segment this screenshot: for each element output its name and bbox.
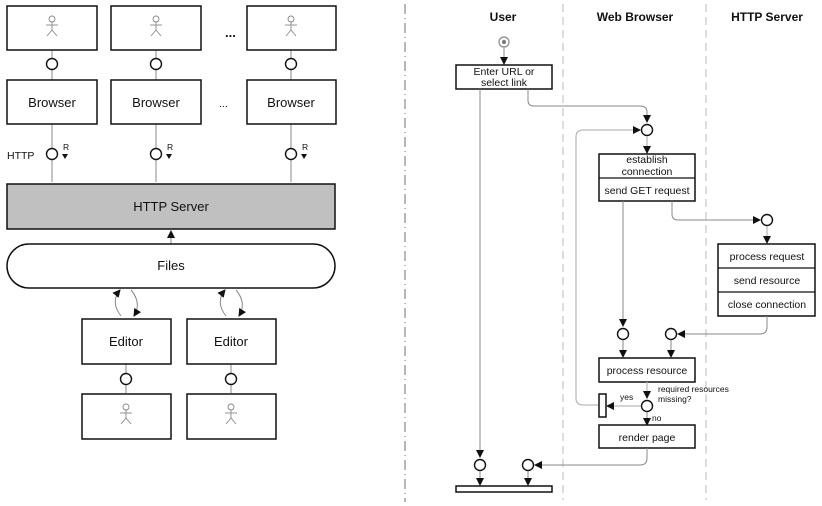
- lane-header-http-server: HTTP Server: [731, 10, 803, 24]
- send-get-request-label: send GET request: [604, 185, 689, 197]
- down-triangle-icon: [166, 154, 172, 159]
- loop-back-arrow: [575, 126, 641, 406]
- fork-bar: [598, 393, 607, 418]
- decision-node-icon: [640, 399, 654, 413]
- browser-box[interactable]: Browser: [110, 79, 202, 125]
- select-link-label: select link: [481, 77, 528, 89]
- request-marker: R: [166, 142, 173, 159]
- request-marker: R: [301, 142, 308, 159]
- join-bar: [455, 485, 553, 493]
- down-triangle-icon: [62, 154, 68, 159]
- start-node-dot: [502, 40, 506, 44]
- decision-question-line2: missing?: [658, 394, 692, 404]
- browser-box[interactable]: Browser: [6, 79, 98, 125]
- process-resource-action[interactable]: process resource: [598, 357, 696, 383]
- files-label: Files: [157, 258, 185, 273]
- server-merge-node-icon: [760, 213, 774, 227]
- establish-connection-action[interactable]: establish connection send GET request: [598, 153, 696, 202]
- decision-question-line1: required resources: [658, 384, 729, 394]
- editor-label: Editor: [109, 334, 144, 349]
- enter-url-action[interactable]: Enter URL or select link: [455, 64, 553, 90]
- svg-text:R: R: [63, 142, 69, 152]
- editor-write-arrow: [217, 289, 227, 317]
- browser-box[interactable]: Browser: [246, 79, 337, 125]
- author-box[interactable]: [186, 393, 277, 440]
- interface-icon: [284, 57, 298, 71]
- http-server-box[interactable]: HTTP Server: [6, 183, 336, 230]
- connection-label: connection: [622, 166, 673, 178]
- establish-label: establish: [626, 154, 668, 166]
- user-box[interactable]: [110, 5, 202, 51]
- http-protocol-label: HTTP: [7, 150, 34, 162]
- server-actions[interactable]: process request send resource close conn…: [717, 243, 816, 317]
- down-triangle-icon: [301, 154, 307, 159]
- svg-text:R: R: [167, 142, 173, 152]
- browser-label: Browser: [132, 95, 180, 110]
- process-resource-label: process resource: [607, 365, 688, 377]
- render-page-label: render page: [619, 432, 676, 444]
- resource-node-icon: [664, 327, 678, 341]
- users-ellipsis: ...: [225, 25, 236, 40]
- editor-read-arrow: [235, 289, 247, 317]
- send-resource-label: send resource: [734, 275, 801, 287]
- close-connection-label: close connection: [728, 299, 806, 311]
- yes-label: yes: [620, 392, 633, 402]
- browsers-ellipsis: ...: [219, 98, 228, 110]
- browser-label: Browser: [28, 95, 76, 110]
- process-request-label: process request: [730, 251, 805, 263]
- activity-diagram: User Web Browser HTTP Server Enter URL o…: [455, 4, 816, 500]
- editor-box[interactable]: Editor: [186, 318, 277, 365]
- interface-icon: [224, 372, 238, 386]
- editor-label: Editor: [214, 334, 249, 349]
- join-node-icon: [473, 458, 487, 472]
- svg-text:R: R: [302, 142, 308, 152]
- interface-icon: [119, 372, 133, 386]
- lane-header-web-browser: Web Browser: [597, 10, 674, 24]
- user-box[interactable]: [246, 5, 337, 51]
- interface-icon: [149, 147, 163, 161]
- editor-box[interactable]: Editor: [81, 318, 172, 365]
- render-page-action[interactable]: render page: [598, 424, 696, 449]
- flow-arrow: [671, 201, 761, 224]
- interface-icon: [149, 57, 163, 71]
- user-box[interactable]: [6, 5, 98, 51]
- lane-header-user: User: [490, 10, 517, 24]
- left-architecture-diagram: ... Browser Browser ... Browser HTTP R: [6, 5, 337, 440]
- wait-node-icon: [616, 327, 630, 341]
- editor-write-arrow: [112, 289, 122, 317]
- browser-label: Browser: [267, 95, 315, 110]
- http-server-label: HTTP Server: [133, 199, 209, 214]
- no-label: no: [652, 413, 662, 423]
- join-node-icon: [521, 458, 535, 472]
- interface-icon: [45, 57, 59, 71]
- enter-url-label: Enter URL or: [474, 66, 535, 78]
- files-storage[interactable]: Files: [6, 243, 336, 289]
- flow-arrow: [534, 448, 648, 469]
- flow-arrow: [677, 316, 768, 338]
- request-marker: R: [62, 142, 69, 159]
- author-box[interactable]: [81, 393, 172, 440]
- editor-read-arrow: [130, 289, 142, 317]
- interface-icon: [284, 147, 298, 161]
- interface-icon: [45, 147, 59, 161]
- flow-arrow: [527, 89, 651, 123]
- merge-node-icon: [640, 123, 654, 137]
